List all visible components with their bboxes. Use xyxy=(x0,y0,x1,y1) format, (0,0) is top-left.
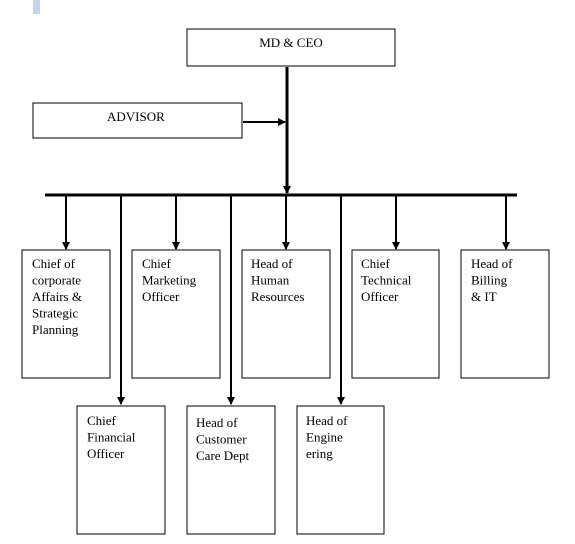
node-label-line: Engine xyxy=(306,430,343,445)
node-label-line: & IT xyxy=(471,289,497,304)
node-financial-box xyxy=(76,405,166,535)
node-label-line: Human xyxy=(251,273,290,288)
node-label-line: Officer xyxy=(142,289,180,304)
node-label-line: Care Dept xyxy=(196,448,249,463)
node-label-line: Chief xyxy=(87,413,117,428)
node-billing: Head of Billing& IT xyxy=(460,249,550,379)
node-advisor-label: ADVISOR xyxy=(107,109,165,124)
node-label-line: Head of xyxy=(251,256,293,271)
node-ceo-label: MD & CEO xyxy=(259,35,323,50)
node-label-line: Marketing xyxy=(142,273,197,288)
node-label-line: Head of xyxy=(471,256,513,271)
node-marketing-box xyxy=(131,249,221,379)
node-label-line: Chief of xyxy=(32,256,76,271)
node-label-line: ering xyxy=(306,446,333,461)
connectors xyxy=(45,67,517,405)
node-label-line: Chief xyxy=(361,256,391,271)
node-label-line: Technical xyxy=(361,273,412,288)
node-technical-box xyxy=(351,249,440,379)
node-label-line: Financial xyxy=(87,430,136,445)
node-label-line: ADVISOR xyxy=(107,109,165,124)
node-label-line: corporate xyxy=(32,273,81,288)
node-customer-care-box xyxy=(186,405,276,535)
node-corporate-affairs-box xyxy=(21,249,111,379)
node-label-line: Planning xyxy=(32,322,79,337)
node-engineering-box xyxy=(296,405,385,535)
node-label-line: Head of xyxy=(196,415,238,430)
node-hr-box xyxy=(241,249,331,379)
node-label-line: Head of xyxy=(306,413,348,428)
node-label-line: Customer xyxy=(196,432,247,447)
node-advisor-box xyxy=(32,102,243,139)
node-label-line: Strategic xyxy=(32,306,78,321)
node-advisor: ADVISOR xyxy=(32,102,243,139)
node-billing-box xyxy=(460,249,550,379)
node-label-line: Officer xyxy=(361,289,399,304)
node-label-line: Officer xyxy=(87,446,125,461)
corner-marker xyxy=(33,0,40,14)
node-label-line: Affairs & xyxy=(32,289,82,304)
node-label-line: Resources xyxy=(251,289,304,304)
node-label-line: Billing xyxy=(471,273,508,288)
node-label-line: MD & CEO xyxy=(259,35,323,50)
node-ceo-box xyxy=(186,28,396,67)
node-ceo: MD & CEO xyxy=(186,28,396,67)
node-billing-label: Head of Billing& IT xyxy=(471,256,513,304)
node-label-line: Chief xyxy=(142,256,172,271)
